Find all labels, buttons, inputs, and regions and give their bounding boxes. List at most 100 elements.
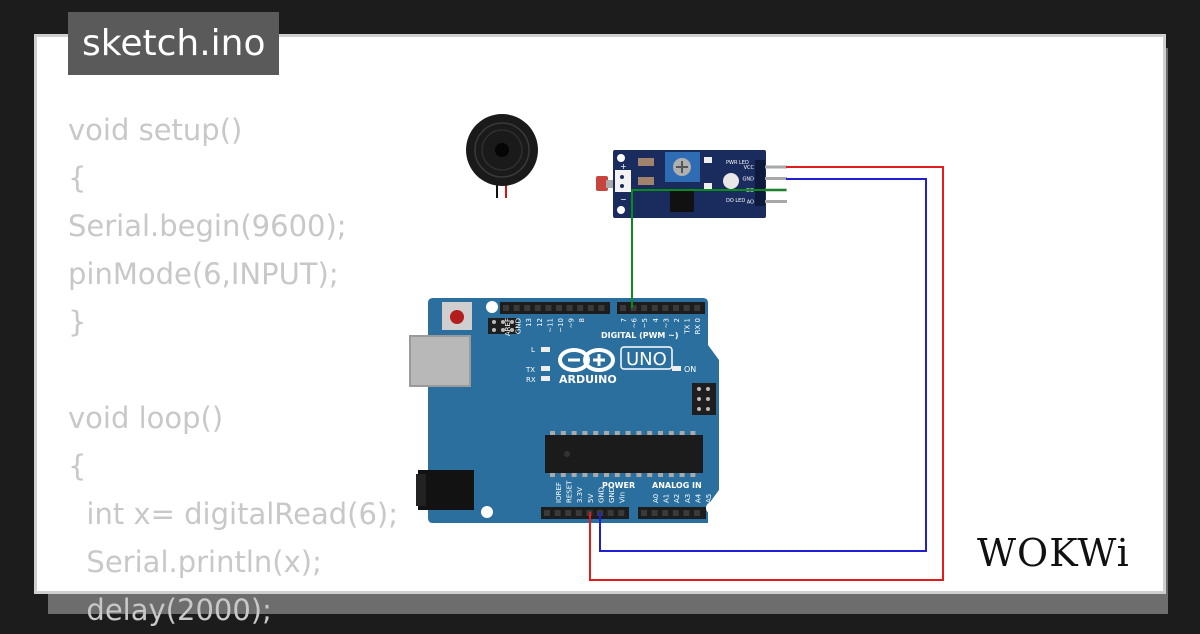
on-led-label: ON bbox=[684, 365, 696, 374]
code-line: void setup() bbox=[68, 113, 243, 147]
code-listing: void setup(){Serial.begin(9600);pinMode(… bbox=[68, 106, 398, 634]
header-pin[interactable] bbox=[651, 510, 658, 516]
pin-label: ~9 bbox=[568, 318, 576, 328]
sensor-pin[interactable] bbox=[765, 165, 787, 169]
sensor-pin[interactable] bbox=[765, 177, 787, 180]
header-pin[interactable] bbox=[662, 510, 669, 516]
header-pin[interactable] bbox=[683, 510, 690, 516]
pin-label: ~6 bbox=[631, 317, 639, 328]
vcc-wire[interactable] bbox=[589, 166, 944, 581]
chip-leg bbox=[593, 473, 599, 477]
digital-header-label: DIGITAL (PWM ~) bbox=[601, 331, 679, 340]
header-pin[interactable] bbox=[575, 510, 582, 516]
header-pin[interactable] bbox=[524, 305, 531, 311]
wokwi-logo: WOKWi bbox=[977, 531, 1129, 575]
do-led-label: DO LED bbox=[726, 198, 745, 204]
header-pin[interactable] bbox=[554, 510, 561, 516]
code-line: } bbox=[68, 305, 87, 339]
pwr-led-label: PWR LED bbox=[726, 160, 749, 166]
gnd-wire[interactable] bbox=[599, 178, 927, 552]
chip-leg bbox=[593, 431, 599, 435]
l-led-label: L bbox=[531, 346, 535, 354]
header-pin[interactable] bbox=[566, 305, 573, 311]
pin-label: 2 bbox=[673, 318, 681, 322]
buzzer[interactable] bbox=[466, 114, 538, 198]
chip-leg bbox=[647, 431, 653, 435]
header-pin[interactable] bbox=[641, 305, 648, 311]
chip-leg bbox=[658, 473, 663, 477]
pin-label: ~10 bbox=[557, 318, 565, 333]
rx-led-label: RX bbox=[526, 376, 536, 384]
chip-leg bbox=[647, 473, 653, 477]
pin-label: 5V bbox=[587, 494, 595, 503]
code-line: Serial.begin(9600); bbox=[68, 209, 347, 243]
code-line: int x= digitalRead(6); bbox=[68, 497, 398, 531]
header-pin[interactable] bbox=[673, 305, 679, 311]
header-pin[interactable] bbox=[544, 510, 550, 516]
chip-leg bbox=[571, 473, 577, 477]
header-pin[interactable] bbox=[556, 305, 562, 311]
header-pin[interactable] bbox=[577, 305, 584, 311]
header-pin[interactable] bbox=[620, 305, 626, 311]
pin-label: AREF bbox=[504, 318, 512, 336]
board-brand-label: ARDUINO bbox=[559, 373, 617, 386]
pin-label: GND bbox=[608, 487, 616, 503]
header-pin[interactable] bbox=[503, 305, 509, 311]
header-pin[interactable] bbox=[683, 305, 690, 311]
signal-wire[interactable] bbox=[631, 189, 786, 308]
header-pin[interactable] bbox=[545, 305, 552, 311]
filename-tab[interactable]: sketch.ino bbox=[68, 12, 280, 75]
header-pin[interactable] bbox=[587, 305, 594, 311]
chip-leg bbox=[636, 473, 642, 477]
board-model-label: UNO bbox=[626, 349, 667, 370]
pin-label: GND bbox=[515, 318, 523, 334]
header-pin[interactable] bbox=[534, 305, 541, 311]
code-line: void loop() bbox=[68, 401, 224, 435]
pin-label: A3 bbox=[684, 494, 692, 503]
pin-label: A1 bbox=[663, 494, 671, 503]
pin-label: RX 0 bbox=[694, 318, 702, 334]
chip-leg bbox=[636, 431, 642, 435]
chip-leg bbox=[582, 473, 588, 477]
chip-leg bbox=[550, 431, 555, 435]
pin-label: A2 bbox=[673, 494, 681, 503]
pin-label: Vin bbox=[619, 492, 627, 503]
pin-label: 13 bbox=[525, 318, 533, 327]
chip-leg bbox=[690, 431, 696, 435]
chip-leg bbox=[604, 473, 609, 477]
header-pin[interactable] bbox=[662, 305, 669, 311]
sensor-pin-label: GND bbox=[743, 177, 755, 183]
header-pin[interactable] bbox=[694, 305, 701, 311]
chip-leg bbox=[679, 431, 685, 435]
header-pin[interactable] bbox=[565, 510, 572, 516]
chip-leg bbox=[560, 431, 566, 435]
header-pin[interactable] bbox=[630, 305, 637, 311]
header-pin[interactable] bbox=[641, 510, 647, 516]
pin-label: IOREF bbox=[555, 482, 563, 503]
pin-label: TX 1 bbox=[684, 318, 692, 335]
chip-leg bbox=[582, 431, 588, 435]
header-pin[interactable] bbox=[651, 305, 658, 311]
header-pin[interactable] bbox=[607, 510, 614, 516]
sensor-pin[interactable] bbox=[765, 200, 787, 203]
chip-leg bbox=[679, 473, 685, 477]
code-line: pinMode(6,INPUT); bbox=[68, 257, 339, 291]
chip-leg bbox=[625, 431, 631, 435]
header-pin[interactable] bbox=[618, 510, 625, 516]
header-pin[interactable] bbox=[513, 305, 520, 311]
pin-label: ~3 bbox=[662, 318, 670, 328]
header-pin[interactable] bbox=[694, 510, 700, 516]
pin-label: ~11 bbox=[546, 318, 554, 333]
sensor-minus-label: − bbox=[620, 195, 627, 204]
chip-leg bbox=[668, 431, 674, 435]
header-pin[interactable] bbox=[598, 305, 605, 311]
pin-label: 8 bbox=[578, 318, 586, 322]
chip-leg bbox=[571, 431, 577, 435]
pin-label: A5 bbox=[705, 494, 713, 503]
pin-label: ~5 bbox=[641, 318, 649, 328]
header-pin[interactable] bbox=[672, 510, 679, 516]
power-header-label: POWER bbox=[602, 481, 635, 490]
